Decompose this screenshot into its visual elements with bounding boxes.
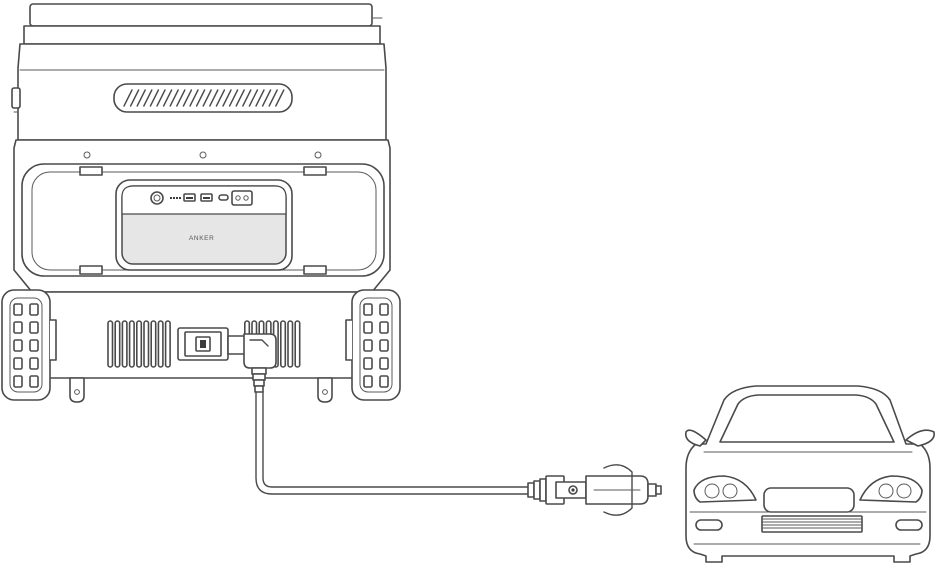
cigarette-lighter-plug	[527, 464, 662, 516]
wheel-tread	[363, 357, 373, 370]
power-button-icon	[150, 191, 164, 205]
car-charger-cable	[227, 333, 662, 516]
power-station-cart: ANKER	[1, 3, 401, 403]
vent-slot	[149, 89, 160, 107]
wheel-tread	[363, 321, 373, 334]
vent-slot	[215, 89, 226, 107]
vent-slot	[162, 89, 173, 107]
vent-slot	[189, 89, 199, 107]
usb-a-port-icon	[183, 193, 196, 202]
vent-slot	[209, 89, 219, 107]
base-vent-slot	[294, 320, 301, 368]
wheel-tread	[13, 303, 23, 316]
station-plug	[227, 333, 277, 393]
cart-top-lid	[23, 3, 383, 45]
vent-slot	[228, 89, 239, 107]
car-front-view	[684, 385, 935, 563]
left-wheel	[1, 289, 57, 401]
base-vent-slot	[164, 320, 171, 368]
base-vent-slot	[287, 320, 294, 368]
wheel-tread	[29, 357, 39, 370]
wheel-tread	[13, 339, 23, 352]
base-vent-slot	[136, 320, 143, 368]
vent-slot	[156, 89, 166, 107]
wheel-tread	[13, 375, 23, 388]
battery-indicator-icon	[170, 197, 181, 199]
vent-slot	[129, 89, 140, 107]
vent-slot	[169, 89, 179, 107]
vent-slot	[275, 89, 285, 107]
vent-slot	[176, 89, 186, 107]
vent-slot	[202, 89, 212, 107]
usb-c-port-icon	[218, 194, 229, 201]
base-vent-slot	[143, 320, 150, 368]
wheel-tread	[363, 303, 373, 316]
wheel-tread	[363, 375, 373, 388]
ac-outlet-icon	[231, 190, 253, 206]
top-vent-grille	[113, 83, 293, 113]
usb-a-port-icon	[200, 193, 213, 202]
wheel-tread	[13, 357, 23, 370]
vent-slot	[268, 89, 278, 107]
base-vent-slot	[107, 320, 114, 368]
base-vent-slot	[128, 320, 135, 368]
base-vent-slot	[279, 320, 287, 368]
wheel-tread	[379, 375, 389, 388]
vent-slot	[248, 89, 259, 107]
anker-power-unit: ANKER	[115, 179, 293, 271]
vent-slot	[242, 89, 252, 107]
brand-logo: ANKER	[189, 235, 214, 242]
lower-grille	[761, 515, 863, 533]
wheel-tread	[29, 321, 39, 334]
vent-slot	[195, 89, 206, 107]
base-vent-slot	[121, 320, 128, 368]
wheel-tread	[29, 375, 39, 388]
wheel-tread	[379, 321, 389, 334]
vent-slot	[261, 89, 272, 107]
vent-slot	[143, 89, 153, 107]
wheel-tread	[13, 321, 23, 334]
base-vent-slot	[157, 320, 164, 368]
base-vent-slot	[114, 320, 121, 368]
vent-slot	[255, 89, 265, 107]
wheel-tread	[29, 303, 39, 316]
wheel-tread	[379, 339, 389, 352]
car-input-socket	[177, 327, 229, 361]
right-wheel	[345, 289, 401, 401]
left-headlight	[693, 475, 757, 503]
cart-lower-base	[43, 291, 365, 403]
vent-slot	[136, 89, 146, 107]
right-headlight	[859, 475, 923, 503]
wheel-tread	[363, 339, 373, 352]
vent-slot	[123, 89, 133, 107]
wheel-tread	[29, 339, 39, 352]
vent-slot	[222, 89, 232, 107]
vent-slot	[235, 89, 245, 107]
wheel-tread	[379, 357, 389, 370]
base-vent-slot	[150, 320, 157, 368]
vent-slot	[182, 89, 193, 107]
wheel-tread	[379, 303, 389, 316]
